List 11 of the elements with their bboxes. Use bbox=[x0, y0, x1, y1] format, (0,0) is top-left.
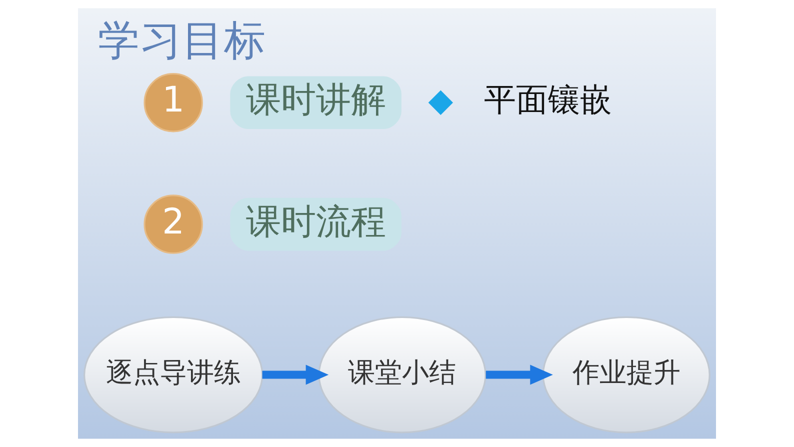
node-circle: 2 bbox=[144, 194, 203, 254]
node-ellipse: 逐点导讲练 bbox=[84, 316, 264, 434]
arrow bbox=[486, 364, 553, 385]
node-ellipse: 作业提升 bbox=[542, 316, 710, 434]
node-label: 平面镶嵌 bbox=[484, 80, 612, 119]
node-box: 课时讲解 bbox=[230, 76, 402, 130]
arrow bbox=[262, 364, 329, 385]
node-circle: 1 bbox=[144, 73, 203, 132]
node-diamond bbox=[428, 90, 453, 115]
node-ellipse: 课堂小结 bbox=[318, 316, 486, 434]
diagram-title: 学习目标 bbox=[98, 15, 266, 64]
